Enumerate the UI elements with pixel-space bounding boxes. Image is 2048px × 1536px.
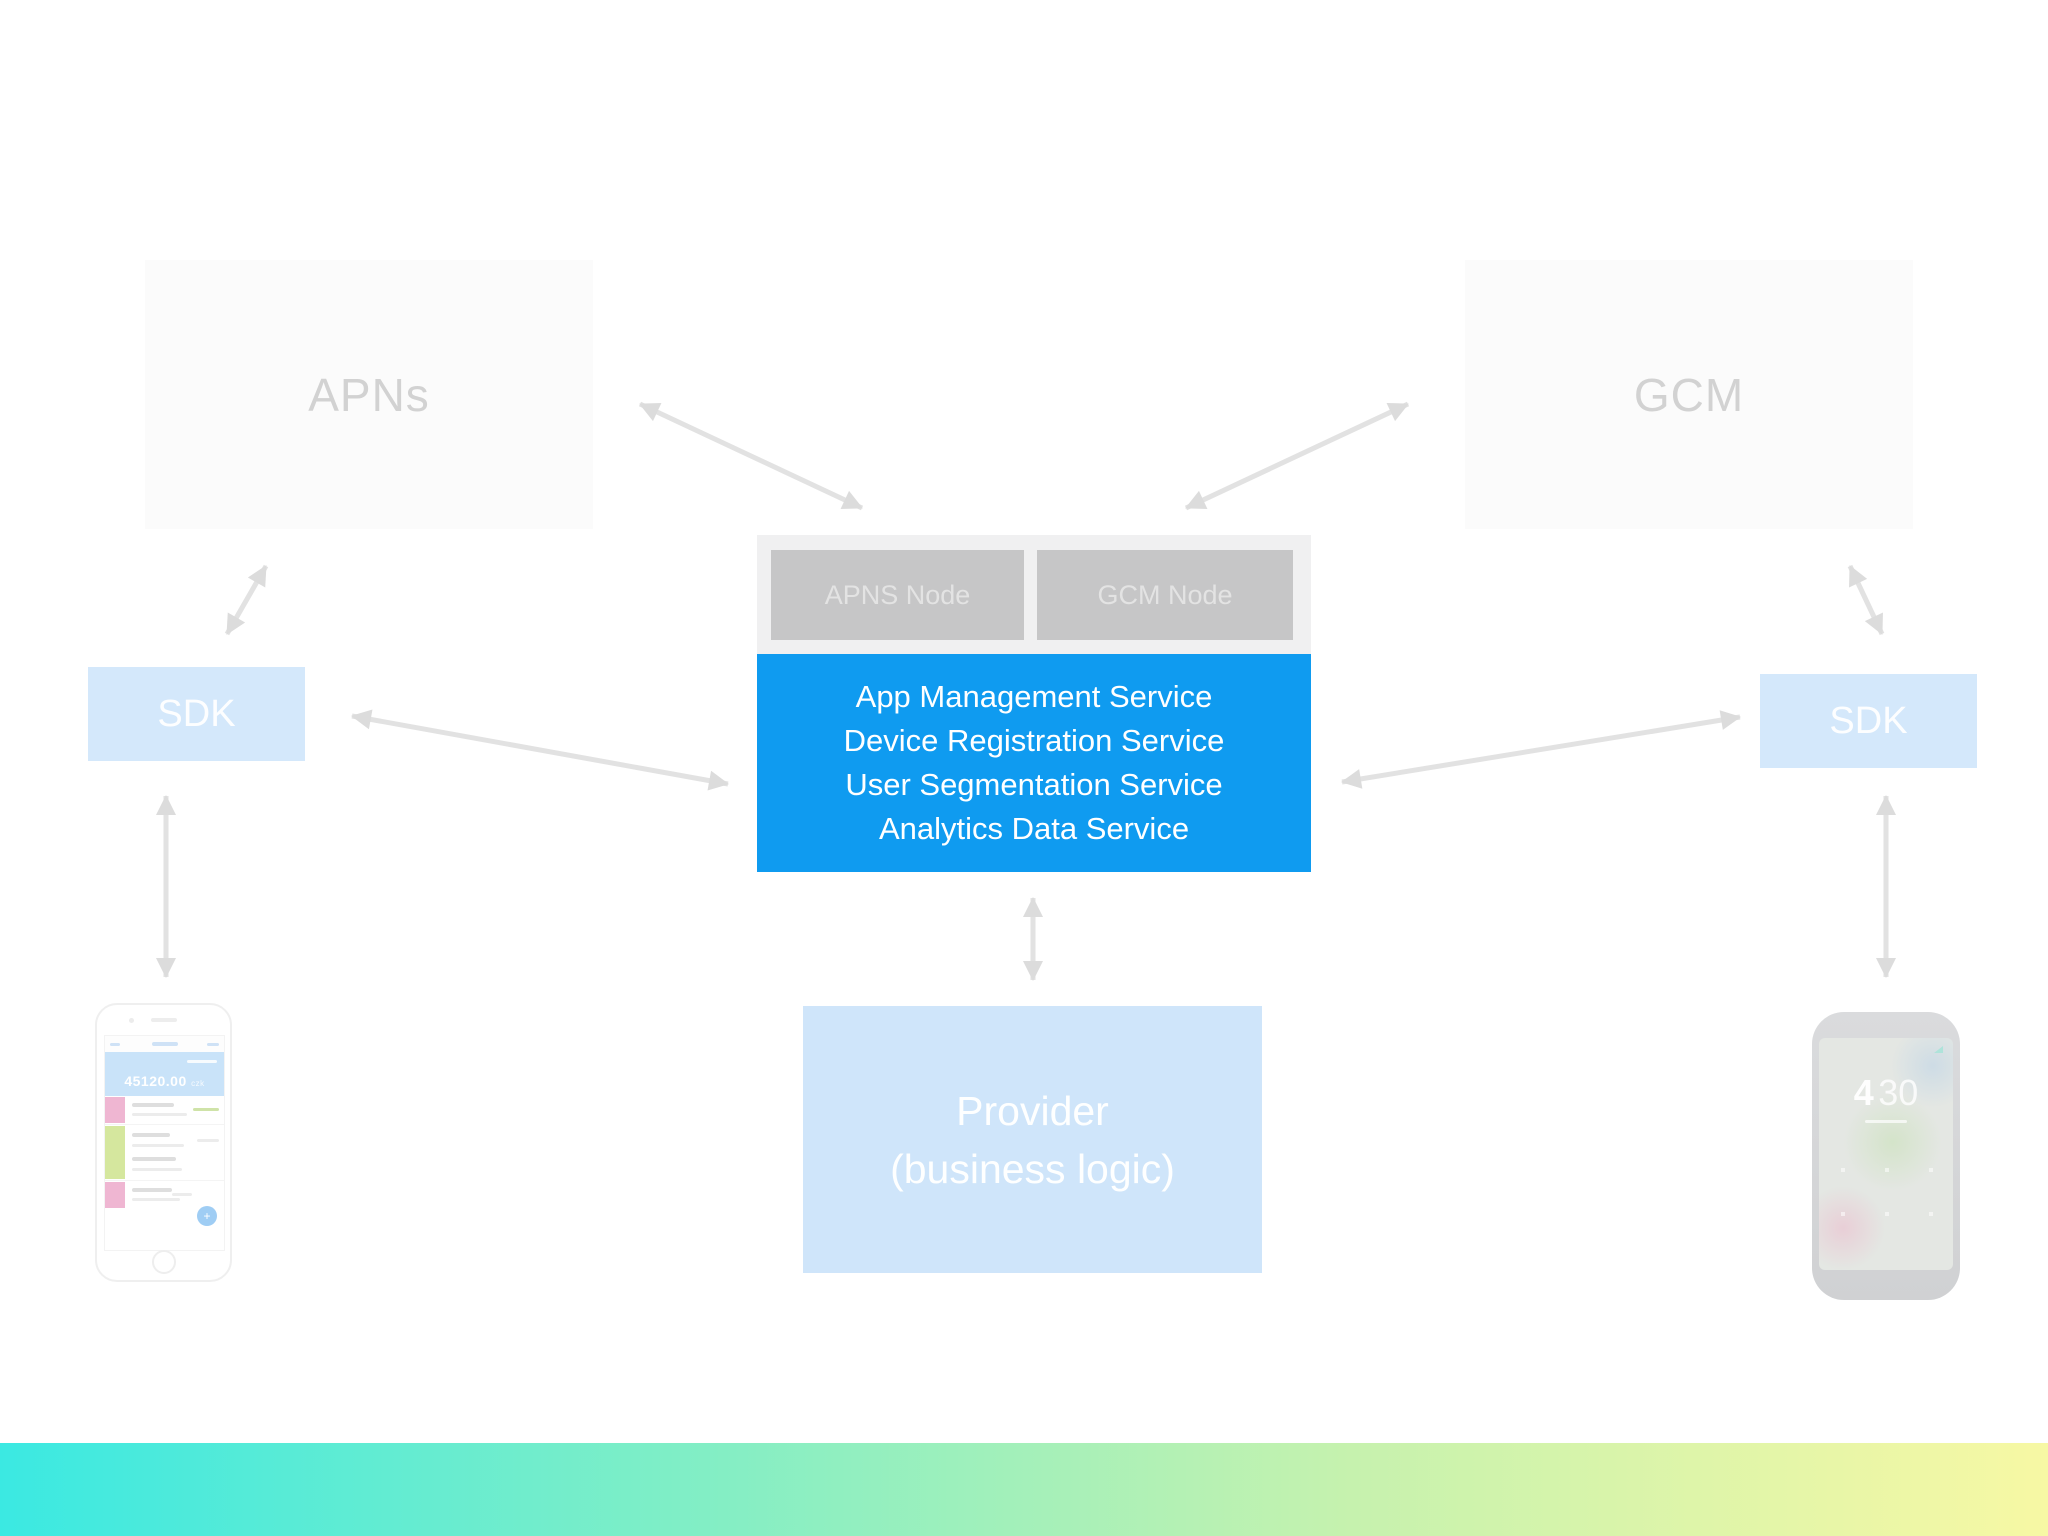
iphone-screen: 45120.00 czk bbox=[104, 1035, 225, 1251]
arrow-apns-center bbox=[638, 401, 864, 511]
navbar-right-placeholder bbox=[207, 1043, 219, 1046]
service-line-app-management: App Management Service bbox=[855, 679, 1213, 714]
text-placeholder bbox=[132, 1157, 176, 1161]
header-label-placeholder bbox=[187, 1060, 217, 1063]
amount-value: 45120.00 bbox=[124, 1073, 187, 1089]
gcm-node-label: GCM Node bbox=[1097, 579, 1233, 610]
sdk-right-label: SDK bbox=[1829, 699, 1908, 742]
footer-gradient-bar: MDEVTALK bbox=[0, 1443, 2048, 1536]
android-lock-clock: 4 30 bbox=[1819, 1072, 1953, 1114]
sdk-left-box: SDK bbox=[88, 667, 305, 761]
arrow-sdkright-services bbox=[1341, 710, 1741, 789]
provider-label-line1: Provider bbox=[956, 1087, 1109, 1134]
logo-text: MDEVTALK bbox=[0, 1443, 1, 1444]
iphone-balance-header: 45120.00 czk bbox=[105, 1052, 224, 1096]
text-placeholder bbox=[132, 1168, 182, 1171]
iphone-camera-dot bbox=[129, 1018, 134, 1023]
category-tag-pink bbox=[105, 1097, 125, 1123]
service-line-user-segmentation: User Segmentation Service bbox=[845, 767, 1223, 802]
android-phone-mockup: 4 30 bbox=[1812, 1012, 1960, 1300]
arrow-apns-sdk-left bbox=[224, 564, 269, 636]
arrow-gcm-sdk-right bbox=[1847, 564, 1885, 636]
text-placeholder bbox=[132, 1144, 184, 1147]
node-container: APNS Node GCM Node bbox=[757, 535, 1311, 654]
amount-placeholder bbox=[172, 1193, 192, 1196]
sdk-left-label: SDK bbox=[157, 692, 236, 735]
apns-box: APNs bbox=[145, 260, 593, 529]
list-item bbox=[105, 1125, 224, 1181]
signal-icon bbox=[1934, 1046, 1943, 1053]
navbar-title-placeholder bbox=[151, 1042, 178, 1046]
text-placeholder bbox=[132, 1198, 180, 1201]
gcm-box: GCM bbox=[1465, 260, 1913, 529]
clock-hour: 4 bbox=[1853, 1072, 1874, 1113]
iphone-mockup: 45120.00 czk bbox=[95, 1003, 232, 1282]
arrow-gcm-center bbox=[1184, 401, 1410, 511]
apns-label: APNs bbox=[308, 368, 430, 421]
clock-minutes: 30 bbox=[1878, 1072, 1919, 1113]
sdk-right-box: SDK bbox=[1760, 674, 1977, 768]
list-item bbox=[105, 1181, 224, 1209]
iphone-home-button bbox=[151, 1250, 176, 1274]
text-placeholder bbox=[132, 1103, 174, 1107]
provider-box: Provider (business logic) bbox=[803, 1006, 1262, 1273]
list-item bbox=[105, 1096, 224, 1125]
arrow-sdkleft-services bbox=[351, 709, 729, 791]
iphone-navbar bbox=[105, 1036, 224, 1052]
apns-node-box: APNS Node bbox=[771, 550, 1024, 640]
balance-amount: 45120.00 czk bbox=[105, 1073, 224, 1089]
text-placeholder bbox=[132, 1133, 170, 1137]
amount-placeholder bbox=[193, 1108, 219, 1111]
apns-node-label: APNS Node bbox=[824, 579, 971, 610]
text-placeholder bbox=[132, 1113, 187, 1116]
iphone-speaker bbox=[150, 1018, 177, 1022]
text-placeholder bbox=[132, 1188, 172, 1192]
category-tag-pink bbox=[105, 1182, 125, 1208]
gcm-label: GCM bbox=[1633, 368, 1745, 421]
android-screen: 4 30 bbox=[1819, 1038, 1953, 1270]
amount-placeholder bbox=[197, 1139, 219, 1142]
date-placeholder bbox=[1865, 1120, 1907, 1123]
provider-label-line2: (business logic) bbox=[890, 1145, 1175, 1192]
service-line-device-registration: Device Registration Service bbox=[843, 723, 1225, 758]
amount-currency: czk bbox=[191, 1079, 205, 1088]
services-box: App Management Service Device Registrati… bbox=[757, 654, 1311, 872]
category-tag-green bbox=[105, 1126, 125, 1179]
service-line-analytics-data: Analytics Data Service bbox=[878, 811, 1190, 846]
gcm-node-box: GCM Node bbox=[1037, 550, 1293, 640]
navbar-left-placeholder bbox=[110, 1043, 120, 1046]
add-fab-icon: + bbox=[197, 1206, 217, 1226]
